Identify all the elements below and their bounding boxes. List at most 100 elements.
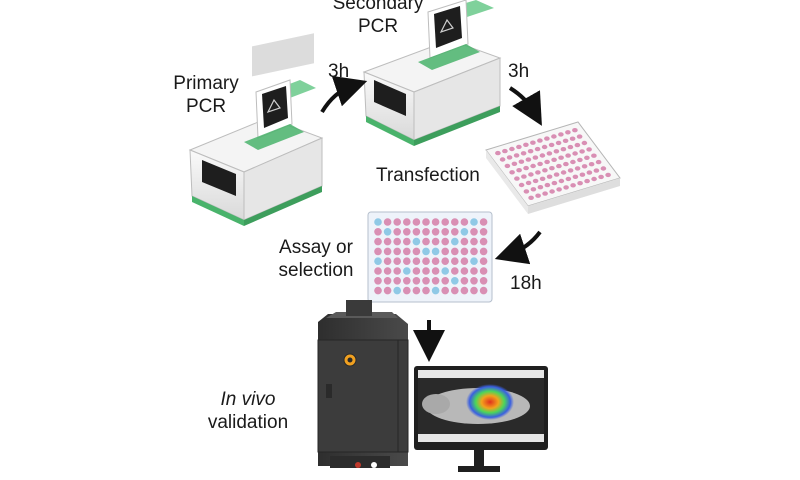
well [560, 170, 567, 175]
well [530, 187, 537, 192]
well [383, 237, 392, 246]
well [422, 277, 430, 285]
well [577, 157, 583, 163]
well [527, 149, 534, 154]
well [530, 163, 536, 169]
well [598, 174, 604, 180]
in-vivo-label: In vivo validation [200, 388, 296, 434]
well [393, 247, 402, 256]
well [441, 277, 450, 285]
well [422, 257, 430, 266]
well [451, 247, 459, 256]
well [525, 157, 532, 162]
well [374, 286, 382, 295]
assay-well-plate-icon [367, 211, 493, 303]
well [460, 218, 469, 226]
well [479, 257, 488, 266]
well [558, 132, 564, 137]
well [412, 257, 421, 266]
well [383, 257, 392, 266]
well [460, 228, 469, 236]
well [383, 218, 392, 226]
well [570, 183, 576, 188]
well [560, 147, 567, 152]
well [412, 228, 421, 236]
well [548, 142, 555, 148]
well [506, 155, 513, 160]
well [542, 191, 548, 196]
well [544, 159, 550, 165]
well [383, 286, 392, 295]
well [479, 277, 488, 285]
secondary-thermocycler-icon [362, 0, 502, 146]
well [541, 144, 548, 150]
well [558, 155, 564, 160]
secondary-pcr-label: Secondary PCR [322, 0, 434, 38]
arrow-icon [494, 230, 542, 265]
well [549, 166, 555, 171]
well [479, 218, 488, 226]
duration-transfection-to-assay: 18h [510, 273, 542, 294]
well [530, 140, 536, 145]
well [479, 228, 488, 236]
well [393, 286, 402, 295]
well [556, 163, 562, 169]
well [441, 286, 450, 295]
well [569, 136, 576, 141]
well [403, 228, 411, 236]
well [431, 277, 440, 285]
well [422, 247, 430, 256]
well [581, 140, 588, 146]
well [551, 180, 558, 186]
well [403, 247, 411, 256]
well [539, 153, 546, 158]
well [412, 267, 421, 275]
monitor-icon [414, 366, 548, 472]
well [422, 218, 430, 226]
well [393, 228, 402, 236]
well [451, 257, 459, 266]
well [470, 218, 478, 226]
well [393, 257, 402, 266]
well [374, 237, 382, 246]
well [577, 181, 583, 186]
well [403, 267, 411, 275]
well [451, 218, 459, 226]
well [479, 237, 488, 246]
assay-label: Assay or selection [272, 236, 360, 282]
well [558, 178, 565, 184]
well [422, 228, 430, 236]
well [451, 228, 459, 236]
well [588, 162, 595, 167]
well [537, 161, 543, 167]
well [586, 170, 593, 175]
well [479, 247, 488, 256]
well [556, 187, 562, 192]
well [532, 178, 539, 184]
well [412, 286, 421, 295]
well [537, 185, 544, 190]
well [591, 153, 597, 158]
well [431, 237, 440, 246]
well [520, 151, 527, 156]
well [393, 237, 402, 246]
well [441, 247, 450, 256]
well [518, 182, 525, 188]
well [393, 267, 402, 275]
well [553, 149, 560, 154]
well [523, 189, 530, 194]
well [513, 153, 520, 158]
well [422, 237, 430, 246]
well [412, 277, 421, 285]
in-vivo-line1: In vivo [220, 389, 276, 410]
well [542, 168, 548, 173]
well [516, 144, 522, 150]
well [431, 228, 440, 236]
well [441, 267, 450, 275]
well [528, 172, 534, 177]
well [605, 172, 611, 178]
well [460, 286, 469, 295]
well [518, 159, 525, 164]
well [572, 174, 579, 179]
well [412, 237, 421, 246]
